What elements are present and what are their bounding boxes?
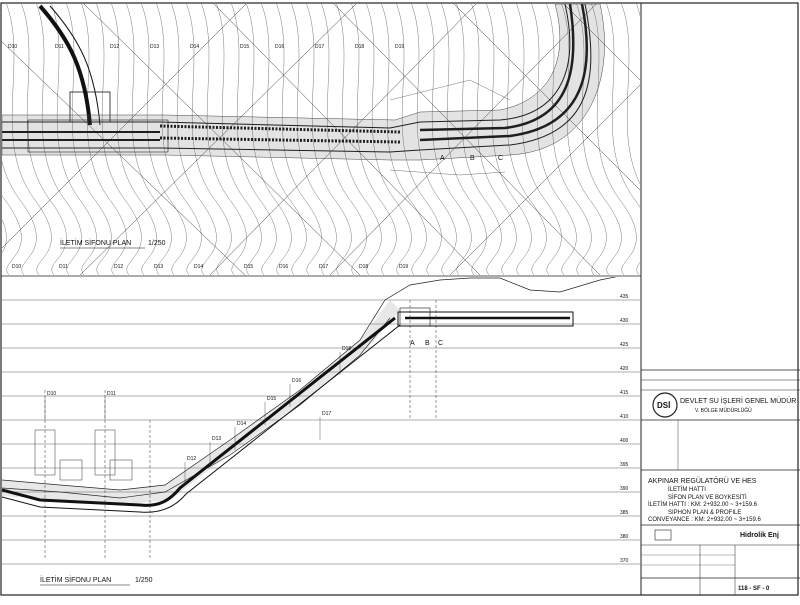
title-line2: SİFON PLAN VE BOYKESİTİ — [668, 494, 747, 501]
siphon-pipe — [2, 307, 574, 513]
plan-station-labels: D10D10D11D11D12D12D13D13D14D14D15D15D16D… — [8, 44, 408, 270]
title-line1: İLETİM HATTI — [668, 486, 706, 493]
elevation-label-435: 435 — [620, 294, 629, 300]
plan-station-bottom-d14: D14 — [194, 264, 203, 270]
title-line3: İLETİM HATTI : KM: 2+932.00 ~ 3+159.6 — [648, 501, 758, 508]
plan-station-top-d14: D14 — [190, 44, 199, 50]
company-logo — [654, 529, 672, 541]
elevation-label-425: 425 — [620, 342, 629, 348]
embankment — [2, 4, 605, 161]
plan-station-top-d18: D18 — [355, 44, 364, 50]
profile-hatch — [2, 300, 400, 505]
elevation-label-420: 420 — [620, 366, 629, 372]
plan-station-bottom-d10: D10 — [12, 264, 21, 270]
project-name: AKPINAR REGÜLATÖRÜ VE HES — [648, 477, 757, 485]
title-line4: SIPHON PLAN & PROFILE — [668, 510, 741, 516]
plan-station-top-d19: D19 — [395, 44, 404, 50]
profile-station-d14: D14 — [237, 421, 246, 427]
profile-marker-c: C — [438, 340, 443, 347]
plan-scale-text: 1/250 — [148, 240, 166, 247]
foundation-blocks — [34, 429, 133, 481]
profile-station-d11: D11 — [107, 391, 116, 397]
profile-markers: A B C — [410, 340, 443, 347]
profile-marker-b: B — [425, 340, 430, 347]
profile-station-d18: D18 — [342, 346, 351, 352]
elevation-label-380: 380 — [620, 534, 629, 540]
profile-marker-a: A — [410, 340, 415, 347]
elevation-label-370: 370 — [620, 558, 629, 564]
elevation-label-410: 410 — [620, 414, 629, 420]
siphon-channel — [2, 4, 592, 153]
elevation-label-385: 385 — [620, 510, 629, 516]
org-line1: DEVLET SU İŞLERİ GENEL MÜDÜR — [680, 396, 796, 405]
plan-station-top-d10: D10 — [8, 44, 17, 50]
elevation-label-395: 395 — [620, 462, 629, 468]
drawing-number: 118 - SF - 0 — [738, 586, 770, 592]
elevation-labels: 435 430 425 420 415 410 400 395 390 385 380 370 — [620, 294, 629, 564]
plan-station-bottom-d19: D19 — [399, 264, 408, 270]
plan-view: D10D10D11D11D12D12D13D13D14D14D15D15D16D… — [2, 4, 640, 275]
dsi-logo — [652, 392, 678, 418]
plan-station-bottom-d13: D13 — [154, 264, 163, 270]
elevation-lines — [2, 299, 640, 565]
plan-station-bottom-d17: D17 — [319, 264, 328, 270]
plan-station-top-d11: D11 — [55, 44, 64, 50]
plan-marker-c: C — [498, 155, 503, 162]
plan-station-bottom-d11: D11 — [59, 264, 68, 270]
plan-marker-b: B — [470, 155, 475, 162]
profile-station-d13: D13 — [212, 436, 221, 442]
profile-station-d16: D16 — [292, 378, 301, 384]
elevation-label-400: 400 — [620, 438, 629, 444]
elevation-label-430: 430 — [620, 318, 629, 324]
plan-station-top-d13: D13 — [150, 44, 159, 50]
org-line2: V. BÖLGE MÜDÜRLÜĞÜ — [695, 407, 752, 414]
plan-title-text: İLETİM SİFONU PLAN — [60, 238, 131, 247]
profile-station-d17: D17 — [322, 411, 331, 417]
profile-scale-text: 1/250 — [135, 577, 153, 584]
dsi-logo-text: DSİ — [657, 401, 670, 410]
profile-station-d15: D15 — [267, 396, 276, 402]
elevation-label-415: 415 — [620, 390, 629, 396]
contour-lines — [2, 4, 640, 275]
profile-title: İLETİM SİFONU PLAN 1/250 — [40, 575, 153, 586]
plan-station-bottom-d15: D15 — [244, 264, 253, 270]
plan-station-bottom-d12: D12 — [114, 264, 123, 270]
plan-station-top-d15: D15 — [240, 44, 249, 50]
elevation-label-390: 390 — [620, 486, 629, 492]
profile-station-d12: D12 — [187, 456, 196, 462]
title-block-text: DSİ DEVLET SU İŞLERİ GENEL MÜDÜR V. BÖLG… — [648, 396, 796, 592]
plan-station-bottom-d18: D18 — [359, 264, 368, 270]
plan-marker-a: A — [440, 155, 445, 162]
plan-station-top-d16: D16 — [275, 44, 284, 50]
company-name: Hidrolik Enj — [740, 532, 779, 539]
profile-title-text: İLETİM SİFONU PLAN — [40, 575, 111, 584]
title-line5: CONVEYANCE : KM: 2+932.00 ~ 3+159.6 — [648, 517, 761, 523]
plan-station-top-d12: D12 — [110, 44, 119, 50]
plan-station-top-d17: D17 — [315, 44, 324, 50]
plan-station-bottom-d16: D16 — [279, 264, 288, 270]
plan-markers: A B C — [440, 155, 503, 162]
title-block — [641, 369, 800, 595]
plan-title: İLETİM SİFONU PLAN 1/250 — [60, 238, 166, 249]
profile-station-d10: D10 — [47, 391, 56, 397]
slope-hatch — [389, 79, 511, 176]
